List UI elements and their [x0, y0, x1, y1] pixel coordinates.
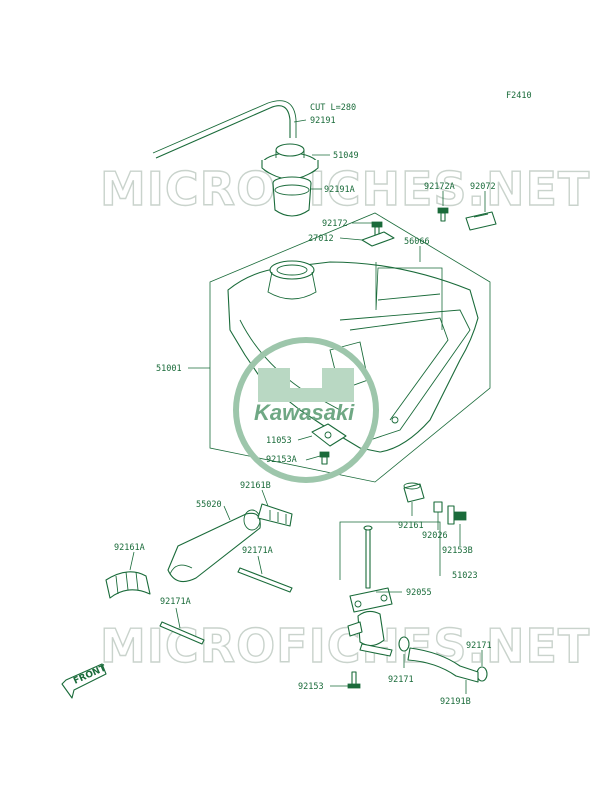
fuel-petcock [347, 525, 393, 657]
label-92055: 92055 [406, 588, 432, 598]
kawasaki-logo: Kawasaki [233, 337, 379, 483]
label-55020: 55020 [196, 500, 222, 510]
label-92172: 92172 [322, 219, 348, 229]
pad-55020 [167, 509, 261, 583]
collar-92026 [433, 501, 443, 513]
label-92191b: 92191B [440, 697, 471, 707]
label-27012: 27012 [308, 234, 334, 244]
leader-lines [129, 119, 486, 694]
fuel-vent-hose [155, 105, 291, 159]
bolt-92153 [347, 671, 361, 689]
damper-92161a [105, 571, 151, 599]
label-cut-note: CUT L=280 [310, 103, 356, 113]
label-92153a: 92153A [266, 455, 297, 465]
watermark-top: MICROFICHES.NET [100, 162, 590, 216]
fuel-cap [261, 143, 319, 180]
label-92191: 92191 [310, 116, 336, 126]
label-92153b: 92153B [442, 546, 473, 556]
label-92161b: 92161B [240, 481, 271, 491]
clamp-92072 [465, 211, 497, 231]
label-92172a: 92172A [424, 182, 455, 192]
label-92171a-upper: 92171A [242, 546, 273, 556]
tank-bracket-11053 [311, 423, 347, 447]
label-51049: 51049 [333, 151, 359, 161]
label-92191a: 92191A [324, 185, 355, 195]
label-51001: 51001 [156, 364, 182, 374]
petcock-bracket [339, 521, 441, 580]
label-92171a-lower: 92171A [160, 597, 191, 607]
label-92153: 92153 [298, 682, 324, 692]
filler-neck-hose [272, 176, 312, 217]
label-92026: 92026 [422, 531, 448, 541]
figure-code: F2410 [506, 91, 532, 101]
strap-92171a-lower [159, 621, 205, 645]
watermark-bottom: MICROFICHES.NET [100, 619, 590, 673]
label-11053: 11053 [266, 436, 292, 446]
label-92171-right: 92171 [466, 641, 492, 651]
clip-92171-left [398, 636, 410, 652]
strap-92171a-upper [237, 567, 293, 593]
bolt-92153b [447, 505, 467, 525]
bolt-92153a [319, 451, 330, 465]
label-92171-left: 92171 [388, 675, 414, 685]
bolt-92172a [437, 207, 449, 222]
label-92161: 92161 [398, 521, 424, 531]
band-92161b [257, 503, 293, 527]
label-56066: 56066 [404, 237, 430, 247]
bracket-27012 [361, 231, 395, 247]
front-direction-arrow: FRONT [61, 663, 108, 699]
label-92161a: 92161A [114, 543, 145, 553]
fuel-hose-92191b [407, 647, 479, 683]
tank-assembly-frame [209, 212, 491, 483]
label-92072: 92072 [470, 182, 496, 192]
svg-text:Kawasaki: Kawasaki [254, 400, 355, 425]
fuel-vent-hose-edge [152, 100, 297, 154]
label-51023: 51023 [452, 571, 478, 581]
grommet-92161 [403, 482, 425, 503]
